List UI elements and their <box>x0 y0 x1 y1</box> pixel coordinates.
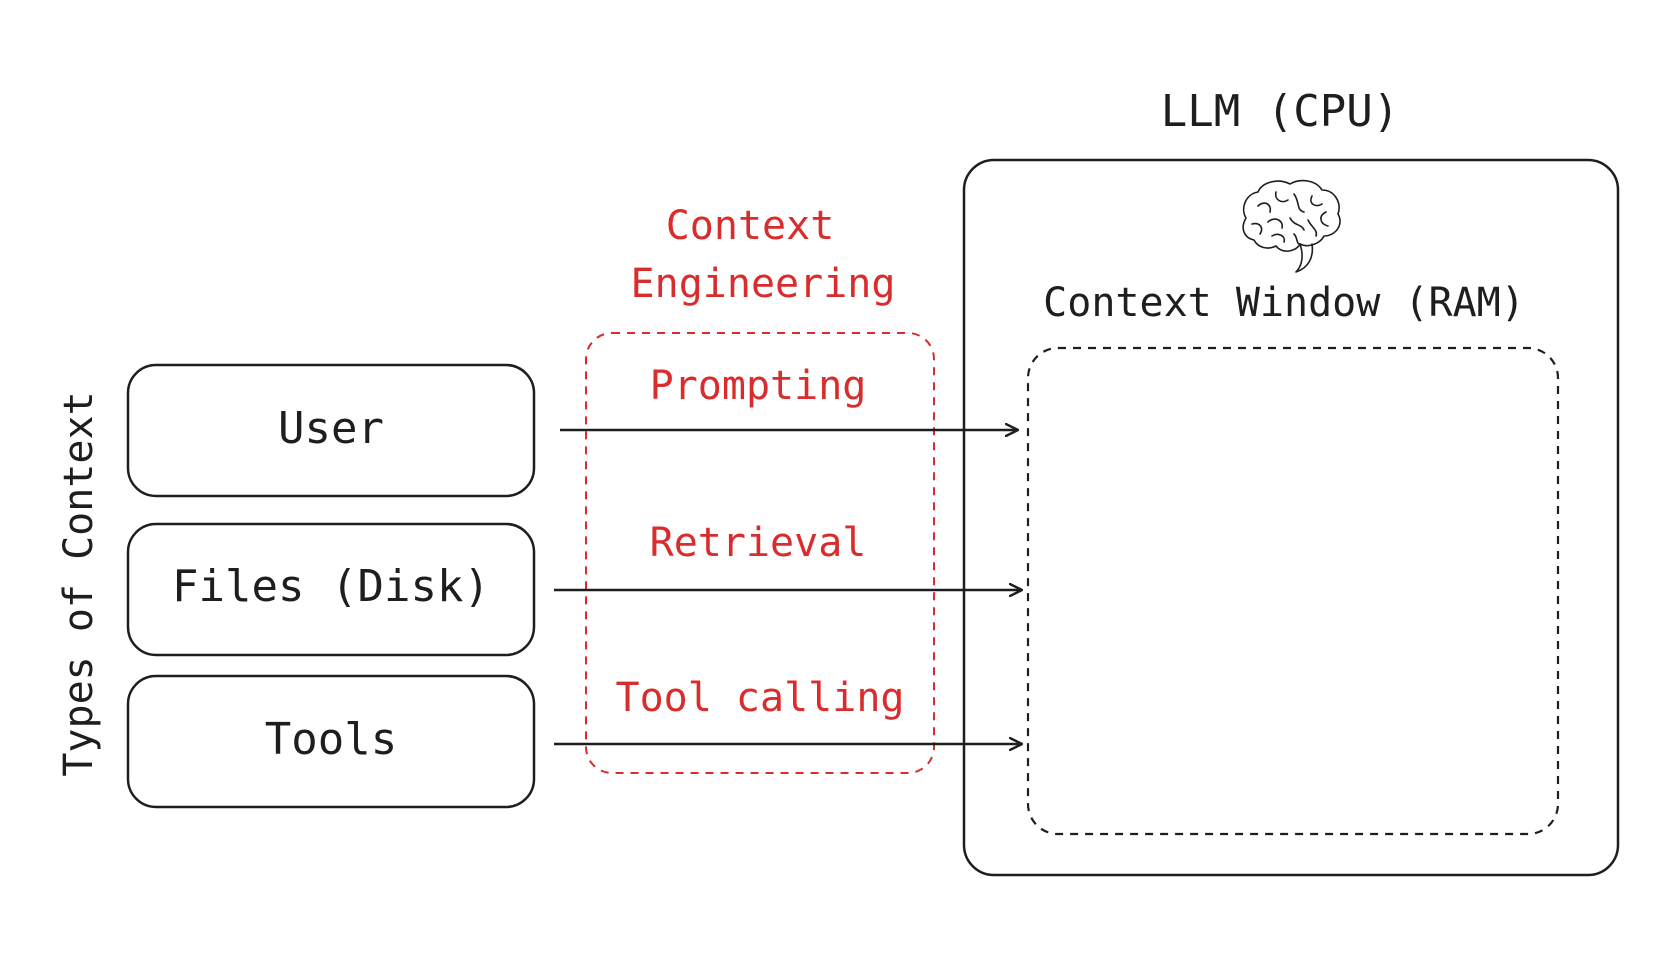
source-tools-label: Tools <box>265 714 397 765</box>
llm-title: LLM (CPU) <box>1161 86 1399 137</box>
context-window-box <box>1026 346 1560 836</box>
brain-icon <box>1242 179 1341 273</box>
source-user-label: User <box>278 403 384 454</box>
source-box-files: Files (Disk) <box>126 522 536 657</box>
types-of-context-label: Types of Context <box>56 391 102 776</box>
llm-box <box>962 158 1620 877</box>
source-box-tools: Tools <box>126 674 536 809</box>
context-engineering-container <box>585 332 935 774</box>
method-prompting-label: Prompting <box>650 363 867 409</box>
method-retrieval-label: Retrieval <box>650 520 867 566</box>
context-engineering-title-line1: Context <box>666 203 835 249</box>
context-engineering-title-line2: Engineering <box>631 261 896 307</box>
source-box-user: User <box>126 363 536 498</box>
method-tool-calling-label: Tool calling <box>616 675 905 721</box>
source-files-label: Files (Disk) <box>172 561 490 612</box>
context-window-label: Context Window (RAM) <box>1043 280 1525 326</box>
